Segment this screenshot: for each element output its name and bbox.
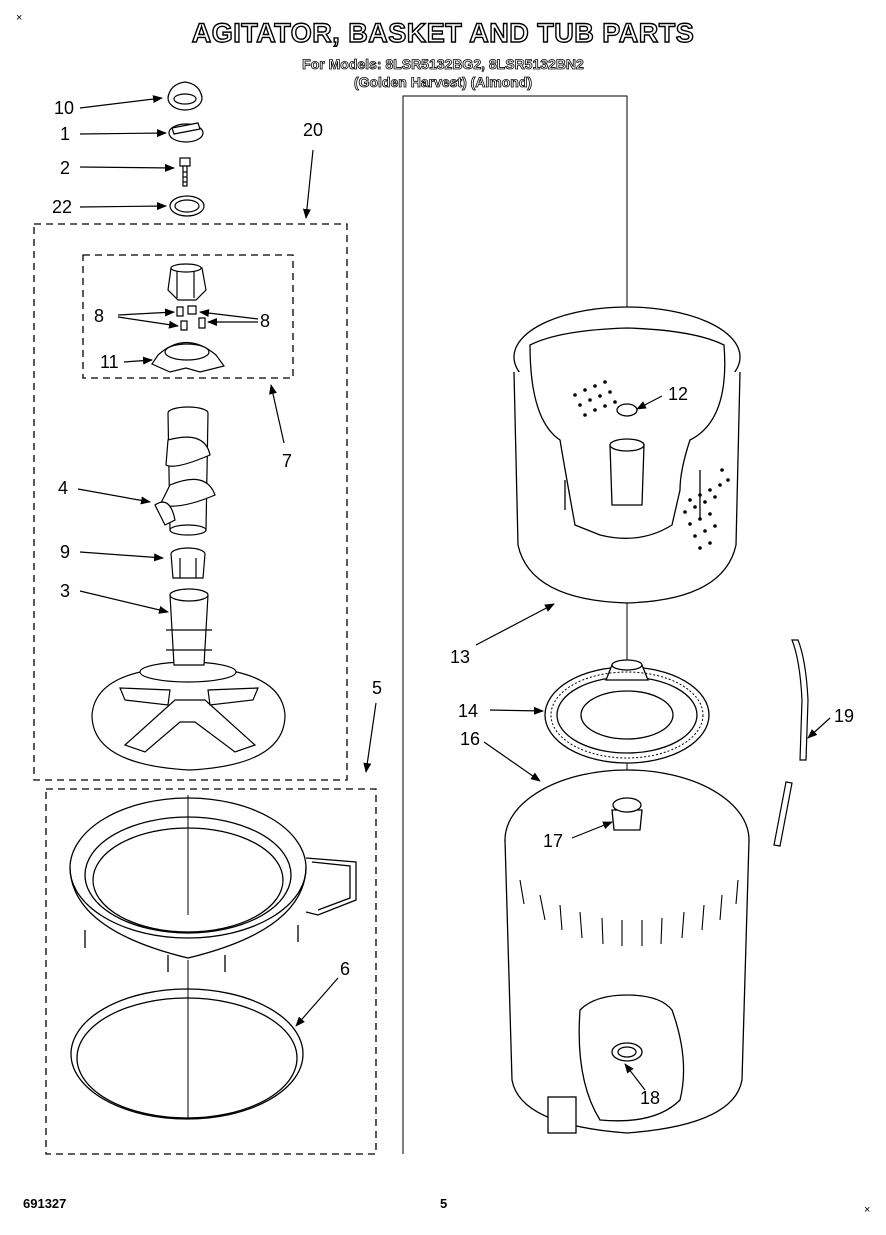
callout-label-9: 9 bbox=[60, 542, 70, 562]
callout-label-5: 5 bbox=[372, 678, 382, 698]
callout-label-14: 14 bbox=[458, 701, 478, 721]
tub-ribs bbox=[519, 879, 739, 946]
callout-label-13: 13 bbox=[450, 647, 470, 667]
callout-label-16: 16 bbox=[460, 729, 480, 749]
part-hose-19 bbox=[773, 639, 809, 847]
diagram-title: AGITATOR, BASKET AND TUB PARTS bbox=[191, 17, 695, 48]
part-agitator-base-3 bbox=[91, 588, 286, 771]
callout-label-20: 20 bbox=[303, 120, 323, 140]
callout-label-6: 6 bbox=[340, 959, 350, 979]
cam-kit-boundary bbox=[82, 254, 294, 379]
part-tub-16 bbox=[504, 769, 750, 1134]
part-auger-4 bbox=[154, 406, 216, 536]
callout-label-17: 17 bbox=[543, 831, 563, 851]
callout-label-22: 22 bbox=[52, 197, 72, 217]
leader-arrows bbox=[77, 95, 831, 1091]
part-cam-7 bbox=[151, 263, 226, 373]
callout-label-8-left: 8 bbox=[94, 306, 104, 326]
document-number: 691327 bbox=[23, 1196, 67, 1211]
part-tub-ring-5 bbox=[69, 797, 357, 972]
callout-label-1: 1 bbox=[60, 124, 70, 144]
callout-label-2: 2 bbox=[60, 158, 70, 178]
models-line: For Models: 8LSR5132BG2, 8LSR5132BN2 bbox=[302, 56, 584, 73]
callout-label-4: 4 bbox=[58, 478, 68, 498]
basket-holes-pattern bbox=[573, 380, 730, 550]
callout-label-12: 12 bbox=[668, 384, 688, 404]
callout-labels: 10 1 2 22 20 8 8 11 7 4 9 3 5 6 12 13 14… bbox=[52, 98, 854, 1108]
colors-line: (Golden Harvest) (Almond) bbox=[353, 74, 533, 91]
part-cap-10 bbox=[167, 81, 203, 111]
part-oring-22 bbox=[169, 195, 205, 217]
callout-label-19: 19 bbox=[834, 706, 854, 726]
part-drive-block-14 bbox=[544, 659, 710, 764]
callout-label-8-right: 8 bbox=[260, 311, 270, 331]
drive-block-ring-hatch bbox=[550, 671, 704, 759]
callout-label-11: 11 bbox=[100, 352, 119, 372]
part-clip-1 bbox=[168, 122, 204, 143]
agitator-assembly-boundary bbox=[33, 223, 348, 781]
page-number: 5 bbox=[440, 1196, 448, 1211]
part-dog-9 bbox=[170, 547, 206, 579]
part-basket-13 bbox=[513, 306, 741, 604]
corner-mark-bottom-right: × bbox=[864, 1204, 871, 1216]
callout-label-10: 10 bbox=[54, 98, 74, 118]
part-seal-ring-6 bbox=[70, 988, 304, 1120]
callout-label-7: 7 bbox=[282, 451, 292, 471]
callout-label-3: 3 bbox=[60, 581, 70, 601]
part-bolt-2 bbox=[179, 157, 191, 187]
group-boundaries bbox=[33, 223, 377, 1155]
callout-label-18: 18 bbox=[640, 1088, 660, 1108]
corner-mark-top-left: × bbox=[16, 12, 23, 24]
tub-ring-boundary bbox=[45, 788, 377, 1155]
